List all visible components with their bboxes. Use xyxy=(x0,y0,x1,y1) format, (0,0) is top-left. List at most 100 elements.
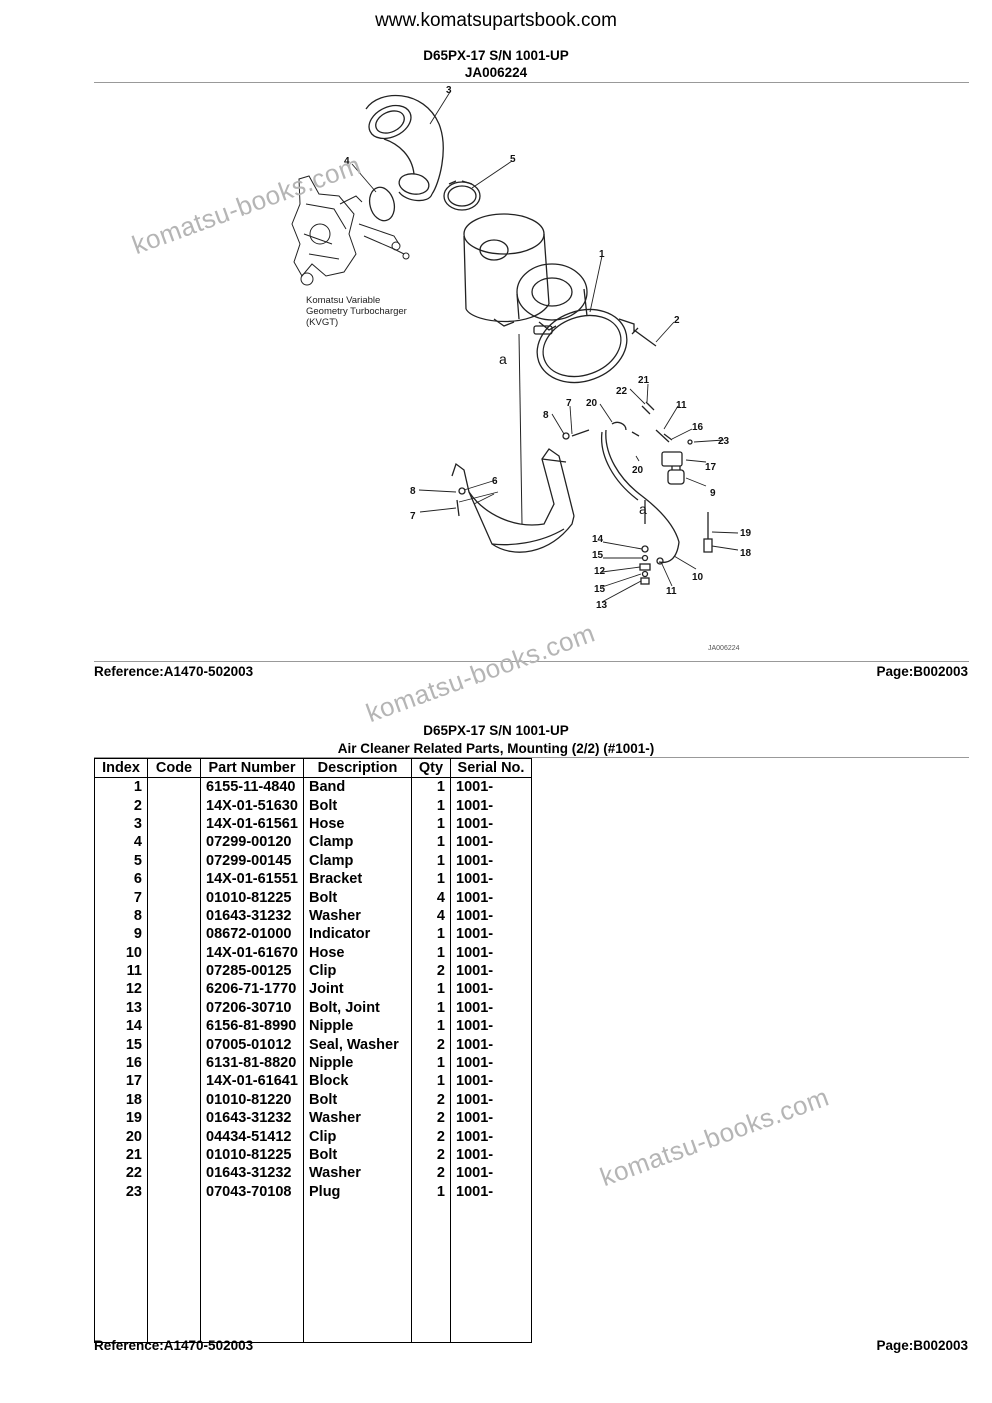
cell-index: 6 xyxy=(94,869,148,889)
cell-serial-no: 1001- xyxy=(450,814,532,834)
cell-description: Nipple xyxy=(303,1053,412,1073)
cell-code xyxy=(147,1017,201,1036)
cell-code xyxy=(147,814,201,834)
cell-description: Clip xyxy=(303,1127,412,1146)
parts-list-title: Air Cleaner Related Parts, Mounting (2/2… xyxy=(337,741,655,756)
cell-index: 20 xyxy=(94,1127,148,1146)
callout-7: 7 xyxy=(566,398,572,409)
cell-code xyxy=(147,925,201,944)
diagram-bottom-rule xyxy=(94,661,969,662)
cell-serial-no: 1001- xyxy=(450,1072,532,1091)
cell-qty: 1 xyxy=(411,777,451,797)
empty-cell xyxy=(411,1200,451,1343)
callout-13: 13 xyxy=(596,600,608,611)
parts-table: Index Code Part Number Description Qty S… xyxy=(94,758,532,1343)
cell-serial-no: 1001- xyxy=(450,961,532,981)
cell-part-number: 6131-81-8820 xyxy=(200,1053,304,1073)
cell-description: Joint xyxy=(303,980,412,999)
model-heading: D65PX-17 S/N 1001-UP xyxy=(423,48,569,63)
cell-description: Washer xyxy=(303,906,412,926)
cell-part-number: 14X-01-61551 xyxy=(200,869,304,889)
cell-serial-no: 1001- xyxy=(450,925,532,944)
cell-description: Bolt, Joint xyxy=(303,998,412,1018)
cell-serial-no: 1001- xyxy=(450,1017,532,1036)
cell-qty: 1 xyxy=(411,851,451,870)
callout-15: 15 xyxy=(592,550,604,561)
cell-code xyxy=(147,777,201,797)
cell-index: 14 xyxy=(94,1017,148,1036)
cell-serial-no: 1001- xyxy=(450,1109,532,1128)
cell-qty: 2 xyxy=(411,1164,451,1183)
cell-serial-no: 1001- xyxy=(450,1182,532,1201)
cell-description: Band xyxy=(303,777,412,797)
callout-22: 22 xyxy=(616,386,628,397)
cell-qty: 1 xyxy=(411,796,451,815)
reference-1: Reference:A1470-502003 xyxy=(94,664,254,679)
exploded-parts-diagram: Komatsu Variable Geometry Turbocharger (… xyxy=(291,85,752,652)
band-part-1 xyxy=(536,308,635,384)
cell-part-number: 07206-30710 xyxy=(200,998,304,1018)
cell-qty: 2 xyxy=(411,961,451,981)
cell-description: Bolt xyxy=(303,796,412,815)
cell-serial-no: 1001- xyxy=(450,943,532,962)
callout-10: 10 xyxy=(692,572,704,583)
plug-part-23 xyxy=(687,439,693,445)
cell-code xyxy=(147,1053,201,1073)
svg-text:(KVGT): (KVGT) xyxy=(306,317,338,328)
cell-serial-no: 1001- xyxy=(450,906,532,926)
callout-11b: 11 xyxy=(666,586,677,597)
cell-serial-no: 1001- xyxy=(450,980,532,999)
cell-index: 4 xyxy=(94,833,148,852)
clips-part-20 xyxy=(611,421,640,437)
watermark-3: komatsu-books.com xyxy=(596,1081,833,1193)
cell-description: Seal, Washer xyxy=(303,1035,412,1054)
cell-index: 17 xyxy=(94,1072,148,1091)
cell-index: 23 xyxy=(94,1182,148,1201)
cell-part-number: 07005-01012 xyxy=(200,1035,304,1054)
cell-qty: 1 xyxy=(411,998,451,1018)
cell-description: Washer xyxy=(303,1164,412,1183)
cell-code xyxy=(147,961,201,981)
cell-description: Bolt xyxy=(303,1090,412,1110)
callout-9: 9 xyxy=(710,488,716,499)
cell-index: 13 xyxy=(94,998,148,1018)
cell-qty: 4 xyxy=(411,888,451,907)
cell-qty: 2 xyxy=(411,1035,451,1054)
cell-description: Clamp xyxy=(303,833,412,852)
nipple-clip-16-11 xyxy=(655,429,673,443)
cell-code xyxy=(147,906,201,926)
cell-part-number: 08672-01000 xyxy=(200,925,304,944)
header-rule xyxy=(94,82,969,83)
header-serial-no: Serial No. xyxy=(450,758,532,778)
callout-6: 6 xyxy=(492,476,498,487)
cell-index: 15 xyxy=(94,1035,148,1054)
cell-code xyxy=(147,869,201,889)
cell-index: 22 xyxy=(94,1164,148,1183)
empty-cell xyxy=(450,1200,532,1343)
cell-description: Clamp xyxy=(303,851,412,870)
cell-code xyxy=(147,1164,201,1183)
cell-description: Bolt xyxy=(303,1145,412,1165)
cell-part-number: 01643-31232 xyxy=(200,906,304,926)
cell-code xyxy=(147,998,201,1018)
callout-8: 8 xyxy=(543,410,549,421)
svg-text:Geometry Turbocharger: Geometry Turbocharger xyxy=(306,306,407,317)
cell-part-number: 14X-01-51630 xyxy=(200,796,304,815)
cell-qty: 4 xyxy=(411,906,451,926)
cell-serial-no: 1001- xyxy=(450,998,532,1018)
cell-serial-no: 1001- xyxy=(450,833,532,852)
illustration-code: JA006224 xyxy=(464,65,528,80)
callout-23: 23 xyxy=(718,436,730,447)
callout-2: 2 xyxy=(674,315,680,326)
cell-serial-no: 1001- xyxy=(450,1145,532,1165)
empty-cell xyxy=(303,1200,412,1343)
cell-description: Hose xyxy=(303,943,412,962)
cell-code xyxy=(147,833,201,852)
